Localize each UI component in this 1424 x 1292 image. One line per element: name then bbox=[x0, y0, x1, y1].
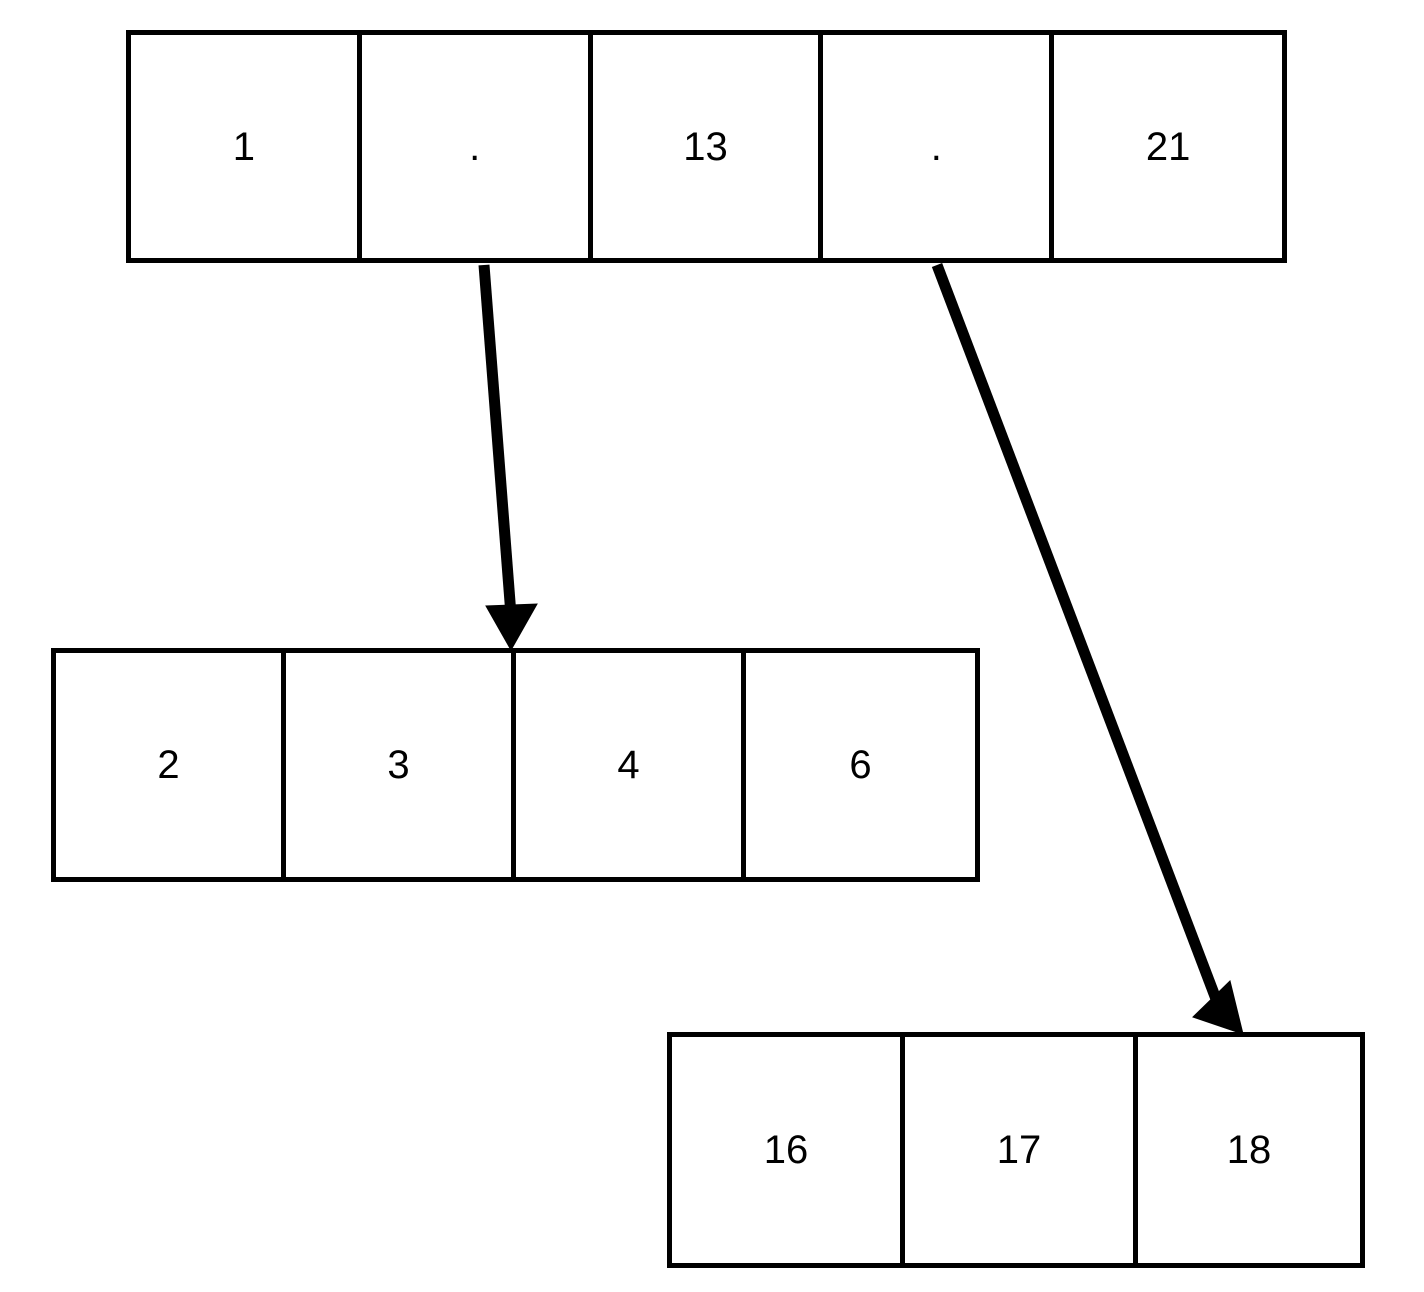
left-child-cell-0[interactable]: 2 bbox=[56, 653, 287, 877]
root-cell-2[interactable]: 13 bbox=[592, 35, 824, 258]
right-child-cell-0[interactable]: 16 bbox=[672, 1037, 905, 1263]
edge-root-to-right-child bbox=[931, 263, 1244, 1035]
right-child-cell-1[interactable]: 17 bbox=[905, 1037, 1138, 1263]
root-cell-1-pointer[interactable]: . bbox=[361, 35, 593, 258]
left-child-cell-2[interactable]: 4 bbox=[516, 653, 747, 877]
left-child-cell-3[interactable]: 6 bbox=[746, 653, 976, 877]
root-cell-0[interactable]: 1 bbox=[131, 35, 362, 258]
edge-root-to-left-child bbox=[478, 264, 538, 652]
root-node[interactable]: 1 . 13 . 21 bbox=[126, 30, 1287, 263]
right-child-node[interactable]: 16 17 18 bbox=[667, 1032, 1365, 1268]
root-cell-4[interactable]: 21 bbox=[1054, 35, 1282, 258]
root-cell-3-pointer[interactable]: . bbox=[823, 35, 1055, 258]
left-child-node[interactable]: 2 3 4 6 bbox=[51, 648, 980, 882]
left-child-cell-1[interactable]: 3 bbox=[286, 653, 517, 877]
right-child-cell-2[interactable]: 18 bbox=[1138, 1037, 1360, 1263]
